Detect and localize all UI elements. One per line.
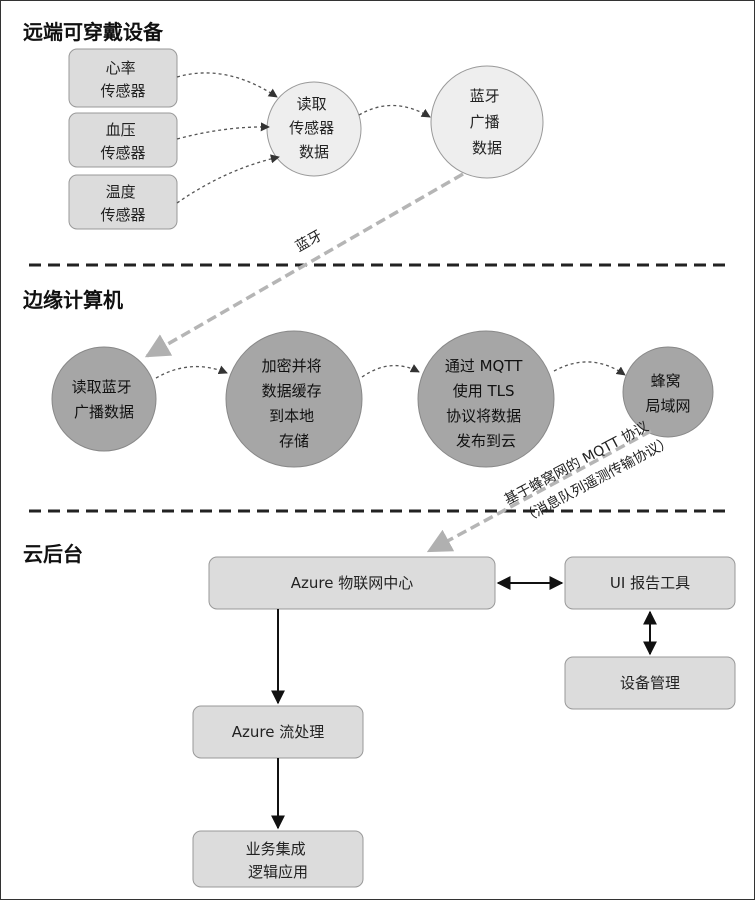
mqtt-publish-label: 通过 MQTT 使用 TLS 协议将数据 发布到云: [445, 357, 527, 450]
device-mgmt-box: [564, 656, 736, 710]
business-box: [192, 830, 364, 888]
edge-bluetooth: [144, 172, 464, 358]
edge-encrypt-to-mqtt: [361, 364, 420, 378]
encrypt-node: [225, 330, 363, 468]
business-label: 业务集成 逻辑应用: [246, 840, 311, 881]
mqtt-publish-node: [417, 330, 555, 468]
iot-hub-label: Azure 物联网中心: [291, 574, 413, 592]
ble-broadcast-node: [430, 65, 544, 179]
temp-sensor-box: [68, 174, 178, 230]
cellular-lan-node: [622, 346, 714, 438]
ui-report-label: UI 报告工具: [610, 574, 690, 592]
encrypt-label: 加密并将 数据缓存 到本地 存储: [262, 357, 327, 450]
heart-sensor-label: 心率 传感器: [100, 59, 145, 100]
read-ble-label: 读取蓝牙 广播数据: [72, 378, 137, 421]
bp-sensor-label: 血压 传感器: [100, 121, 145, 162]
ui-report-box: [564, 556, 736, 610]
read-sensor-label: 读取 传感器 数据: [289, 95, 339, 161]
heart-sensor-box: [68, 48, 178, 108]
edge-heart-to-read: [176, 72, 278, 98]
edge-cellular-mqtt: [426, 429, 652, 553]
read-ble-node: [51, 346, 157, 452]
edge-bp-to-read: [176, 122, 270, 140]
bluetooth-label: 蓝牙: [293, 228, 325, 256]
ble-broadcast-label: 蓝牙 广播 数据: [470, 87, 505, 157]
section-title-edge: 边缘计算机: [22, 288, 123, 312]
cellular-lan-label: 蜂窝 局域网: [645, 372, 690, 415]
bp-sensor-box: [68, 112, 178, 168]
temp-sensor-label: 温度 传感器: [100, 183, 145, 224]
edge-mqtt-to-lan: [553, 361, 626, 376]
stream-label: Azure 流处理: [232, 723, 324, 741]
iot-hub-box: [208, 556, 496, 610]
edge-temp-to-read: [176, 154, 280, 204]
edge-readble-to-encrypt: [155, 365, 228, 379]
device-mgmt-label: 设备管理: [620, 674, 680, 692]
section-title-wearable: 远端可穿戴设备: [23, 20, 164, 44]
section-title-cloud: 云后台: [23, 542, 83, 566]
edge-read-to-ble: [358, 104, 431, 118]
